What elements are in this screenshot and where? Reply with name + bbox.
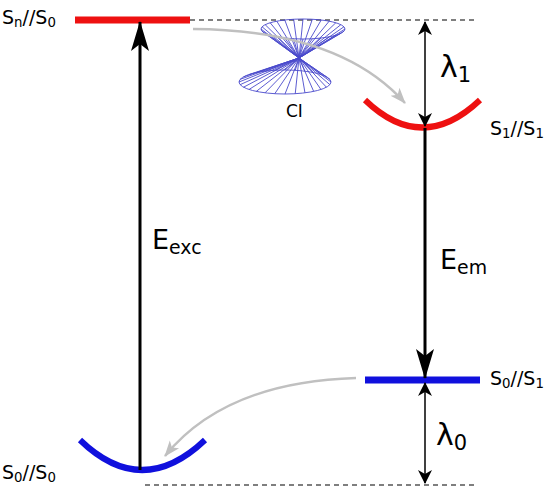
state-label: S0//S1: [490, 369, 544, 391]
cone-ray: [244, 58, 299, 87]
dashed-level: [145, 484, 475, 485]
state-level: [75, 17, 190, 24]
conical-intersection: [239, 19, 345, 94]
energy-label: Eem: [440, 246, 487, 277]
energy-label: Eexc: [152, 226, 202, 257]
intersection-label: CI: [286, 103, 303, 120]
cone-ray: [299, 21, 329, 58]
cone-ray: [244, 58, 299, 77]
state-label: S0//S0: [2, 463, 56, 485]
emission-arrow: [424, 128, 427, 378]
relaxation-arrow: [165, 378, 356, 456]
state-curve: [365, 100, 480, 128]
state-curve: [80, 440, 205, 470]
cone-ray: [239, 58, 299, 82]
cone-ray: [240, 58, 299, 79]
cone-ray: [285, 58, 299, 70]
energy-gap-arrow: [424, 383, 426, 483]
relaxation-arrow: [193, 29, 405, 103]
state-label: Sn//S0: [2, 8, 56, 30]
excitation-arrow: [139, 22, 142, 470]
state-level: [365, 377, 480, 384]
cone-ray: [275, 58, 299, 70]
cone-ray: [299, 58, 330, 79]
cone-ray: [299, 20, 321, 58]
energy-label: λ0: [436, 420, 467, 454]
state-label: S1//S1: [490, 119, 544, 141]
energy-label: λ1: [440, 52, 471, 86]
cone-ray: [299, 58, 321, 89]
cone-ray: [295, 58, 299, 70]
cone-ray: [256, 58, 299, 73]
dashed-level: [190, 19, 475, 20]
cone-ray: [294, 19, 299, 58]
energy-gap-arrow: [424, 22, 426, 126]
cone-ray: [240, 58, 299, 85]
cone-ray: [265, 58, 299, 71]
cone-ray: [249, 58, 299, 75]
